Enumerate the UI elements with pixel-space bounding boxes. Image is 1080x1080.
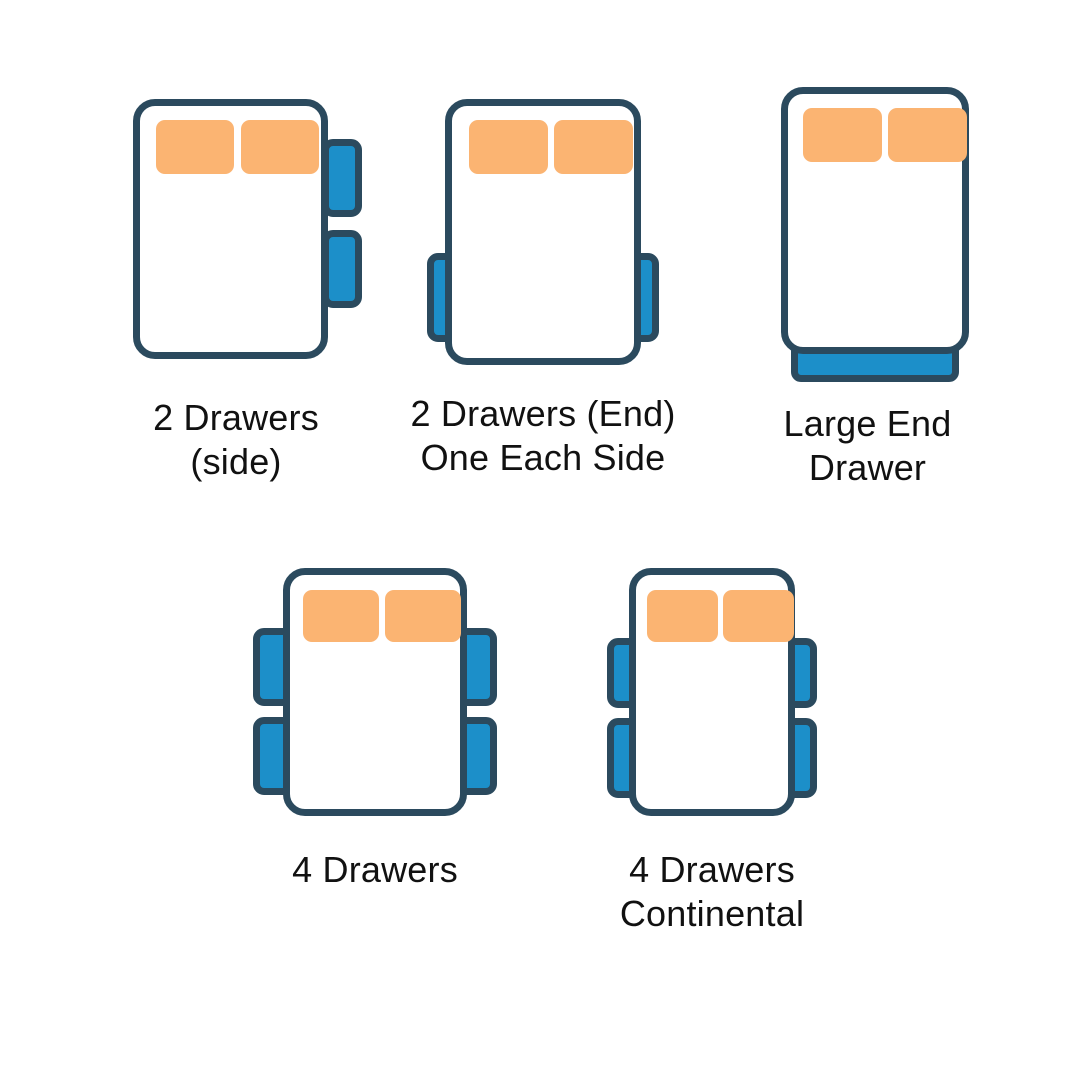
pillow-left xyxy=(469,120,548,174)
bed-diagram-four-drawers xyxy=(245,560,505,820)
pillow-left xyxy=(802,108,882,162)
bed-option-caption: 2 Drawers (side) xyxy=(153,397,319,482)
bed-option-two-drawers-side[interactable]: 2 Drawers (side) xyxy=(96,92,376,484)
bed-option-two-drawers-end-one-each-side[interactable]: 2 Drawers (End) One Each Side xyxy=(398,92,688,480)
bed-option-caption: 4 Drawers Continental xyxy=(619,849,805,934)
pillow-right xyxy=(241,120,319,174)
bed-option-four-drawers-continental[interactable]: 4 Drawers Continental xyxy=(572,560,852,936)
bed-option-caption: Large End Drawer xyxy=(783,403,952,488)
pillow-left xyxy=(303,590,379,642)
drawer-right-bottom xyxy=(322,230,362,308)
pillow-right xyxy=(385,590,461,642)
bed-option-four-drawers[interactable]: 4 Drawers xyxy=(240,560,510,892)
pillow-right xyxy=(887,108,967,162)
drawer-right-top xyxy=(322,139,362,217)
bed-diagram-two-drawers-side xyxy=(111,92,362,372)
bed-diagram-two-drawers-end xyxy=(412,92,674,372)
pillow-left xyxy=(647,590,718,642)
bed-option-large-end-drawer[interactable]: Large End Drawer xyxy=(735,80,1000,490)
bed-option-caption: 4 Drawers xyxy=(292,849,458,890)
bed-option-caption: 2 Drawers (End) One Each Side xyxy=(410,393,676,478)
pillow-right xyxy=(723,590,794,642)
bed-diagram-large-end-drawer xyxy=(753,80,983,382)
pillow-right xyxy=(554,120,633,174)
pillow-left xyxy=(156,120,234,174)
bed-diagram-four-drawers-continental xyxy=(583,560,841,820)
